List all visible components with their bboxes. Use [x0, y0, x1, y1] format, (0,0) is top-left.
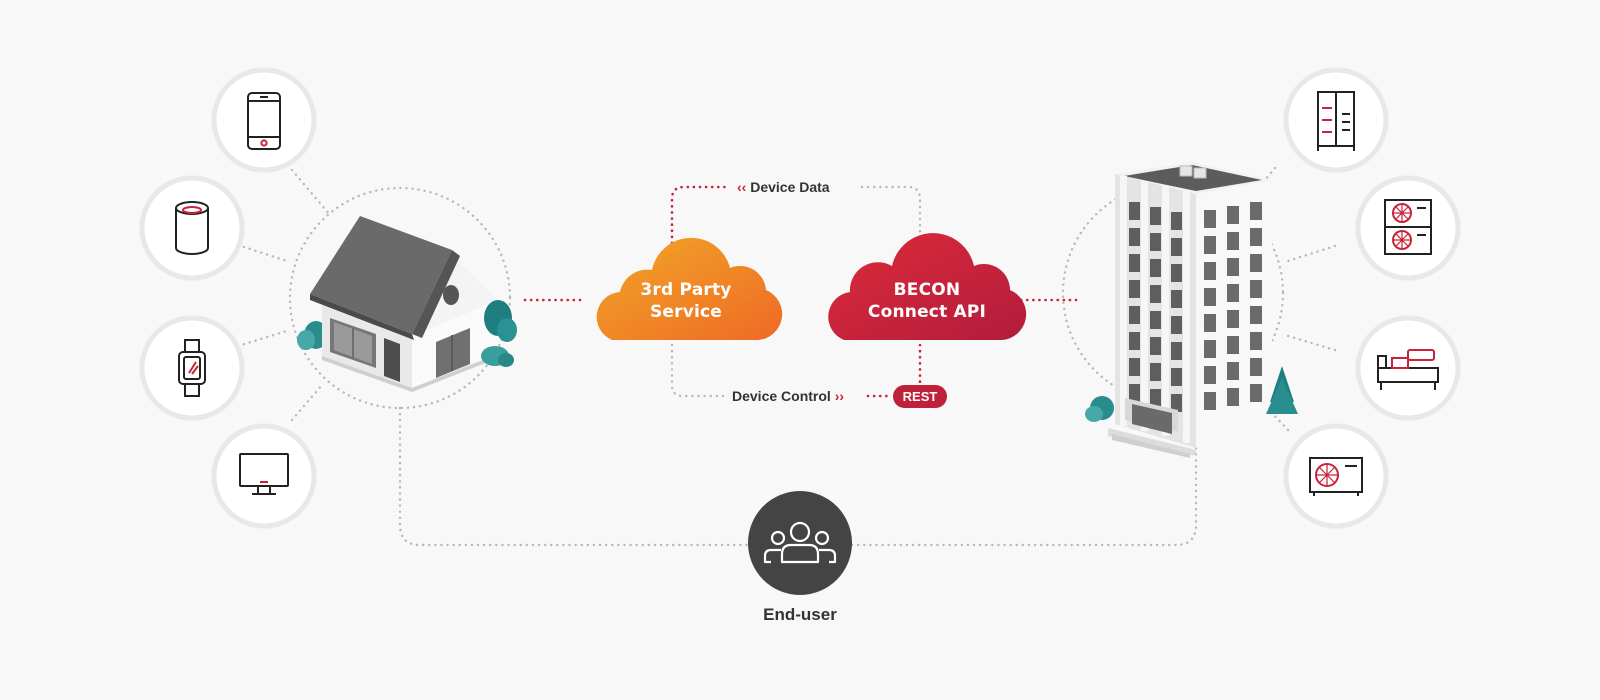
house-illustration	[297, 216, 517, 392]
building-window	[1129, 280, 1140, 298]
hvac-unit-icon	[1384, 199, 1432, 255]
building-device-server-rack	[1283, 67, 1389, 173]
accent-connector-lines	[523, 185, 1080, 398]
smartwatch-icon	[178, 339, 206, 397]
building-window	[1150, 207, 1161, 225]
building-window	[1150, 389, 1161, 407]
building-window	[1171, 212, 1182, 230]
smart-speaker-icon	[175, 201, 209, 255]
building-window	[1227, 310, 1239, 328]
building-window	[1204, 340, 1216, 358]
home-device-smartphone	[211, 67, 317, 173]
device-data-text: Device Data	[750, 179, 830, 195]
building-window	[1171, 368, 1182, 386]
server-rack-icon	[1317, 91, 1355, 151]
building-device-hvac	[1355, 175, 1461, 281]
building-window	[1129, 228, 1140, 246]
building-window	[1171, 316, 1182, 334]
building-window	[1150, 337, 1161, 355]
building-window	[1250, 332, 1262, 350]
home-device-smart-speaker	[139, 175, 245, 281]
building-window	[1227, 232, 1239, 250]
becon-line1: BECON	[893, 280, 961, 300]
building-window	[1250, 202, 1262, 220]
building-window	[1250, 306, 1262, 324]
building-window	[1227, 336, 1239, 354]
users-group-icon	[763, 521, 837, 564]
building-window	[1150, 259, 1161, 277]
smartphone-icon	[247, 92, 281, 150]
third-party-service-label: 3rd Party Service	[612, 279, 760, 323]
building-window	[1204, 236, 1216, 254]
building-window	[1250, 280, 1262, 298]
chevron-left-icon: ‹‹	[737, 179, 747, 195]
office-building-illustration	[1085, 162, 1298, 458]
building-window	[1129, 202, 1140, 220]
building-window	[1250, 228, 1262, 246]
building-device-bedroom	[1355, 315, 1461, 421]
building-window	[1129, 306, 1140, 324]
building-window	[1204, 366, 1216, 384]
chevron-right-icon: ››	[834, 388, 845, 404]
building-window	[1129, 384, 1140, 402]
building-window	[1227, 258, 1239, 276]
end-user-label: End-user	[763, 605, 837, 624]
third-party-service-cloud	[596, 237, 783, 340]
home-boundary-ring	[288, 186, 512, 410]
building-window	[1204, 262, 1216, 280]
building-window	[1227, 362, 1239, 380]
building-window	[1204, 210, 1216, 228]
building-window	[1204, 314, 1216, 332]
building-window	[1227, 388, 1239, 406]
building-window	[1171, 264, 1182, 282]
building-window	[1250, 254, 1262, 272]
building-window	[1171, 342, 1182, 360]
building-window	[1129, 358, 1140, 376]
third-party-line2: Service	[649, 302, 723, 322]
becon-line2: Connect API	[867, 302, 987, 322]
building-window	[1227, 206, 1239, 224]
third-party-line1: 3rd Party	[640, 280, 732, 300]
device-control-text: Device Control	[732, 388, 831, 404]
home-device-smartwatch	[139, 315, 245, 421]
rest-badge: REST	[893, 385, 947, 408]
bedroom-furniture-icon	[1377, 349, 1439, 390]
home-device-monitor	[211, 423, 317, 529]
monitor-icon	[239, 453, 289, 495]
building-window	[1250, 358, 1262, 376]
end-user-node	[748, 491, 852, 595]
building-window	[1204, 392, 1216, 410]
building-window	[1129, 332, 1140, 350]
building-window	[1171, 238, 1182, 256]
device-control-flow-label: Device Control ››	[732, 389, 844, 403]
building-window	[1171, 290, 1182, 308]
building-window	[1129, 254, 1140, 272]
becon-connect-api-label: BECON Connect API	[846, 279, 1008, 323]
building-window	[1150, 311, 1161, 329]
outdoor-ac-unit-icon	[1309, 457, 1363, 496]
becon-connect-api-cloud	[828, 233, 1027, 340]
building-device-outdoor-ac	[1283, 423, 1389, 529]
building-window	[1250, 384, 1262, 402]
building-window	[1227, 284, 1239, 302]
building-window	[1150, 363, 1161, 381]
device-data-flow-label: ‹‹ Device Data	[737, 180, 830, 194]
building-window	[1150, 233, 1161, 251]
building-window	[1150, 285, 1161, 303]
building-window	[1171, 394, 1182, 412]
building-window	[1204, 288, 1216, 306]
